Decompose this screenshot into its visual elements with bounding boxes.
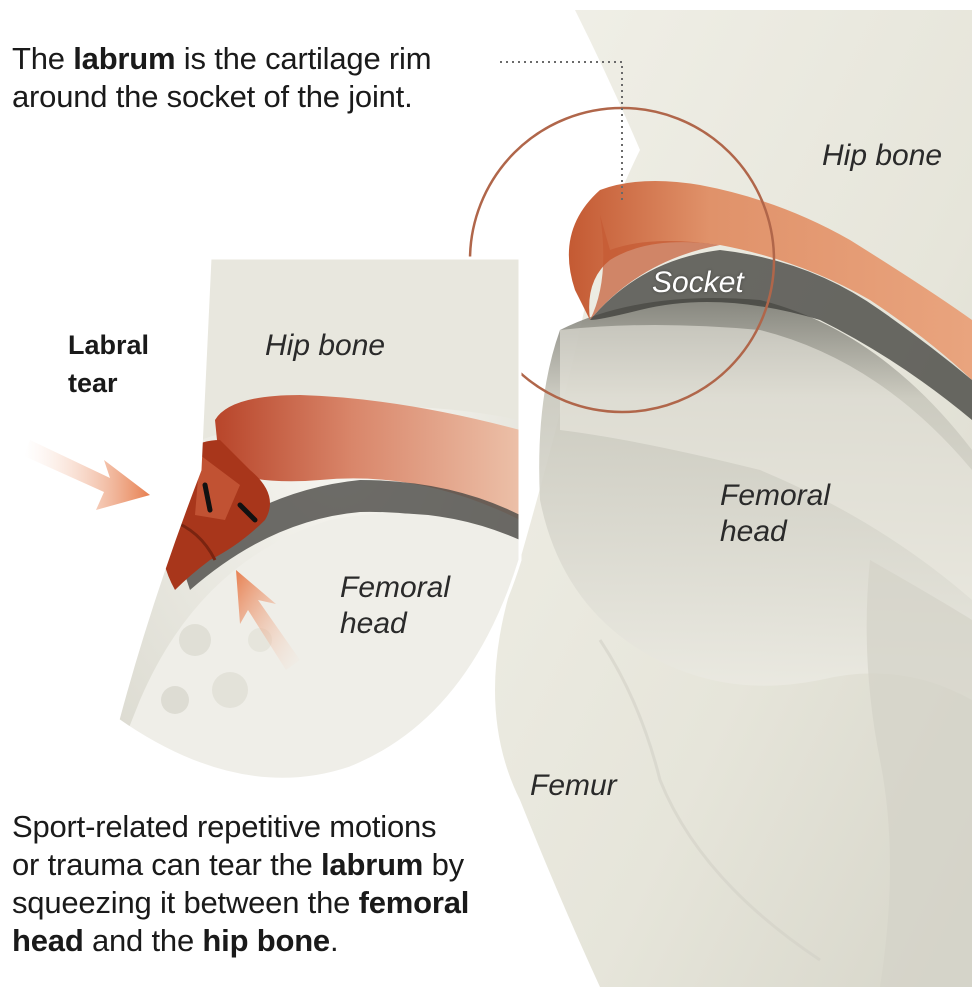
- label-hip-bone-main: Hip bone: [822, 138, 942, 174]
- top-caption: The labrum is the cartilage rim around t…: [12, 40, 431, 116]
- bottom-caption-line-4: head and the hip bone.: [12, 922, 469, 960]
- label-femur: Femur: [530, 768, 617, 804]
- top-caption-line-2: around the socket of the joint.: [12, 78, 431, 116]
- bottom-caption-line-1: Sport-related repetitive motions: [12, 808, 469, 846]
- bottom-caption: Sport-related repetitive motions or trau…: [12, 808, 469, 960]
- label-femoral-head-inset: Femoral head: [340, 570, 450, 642]
- leader-line: [500, 62, 622, 200]
- label-hip-bone-inset: Hip bone: [265, 328, 385, 364]
- label-femoral-head-main: Femoral head: [720, 478, 830, 550]
- bottom-caption-line-3: squeezing it between the femoral: [12, 884, 469, 922]
- top-caption-line-1: The labrum is the cartilage rim: [12, 40, 431, 78]
- force-arrow-left: [24, 440, 150, 510]
- label-labral-tear: Labral tear: [68, 326, 149, 402]
- label-socket: Socket: [652, 265, 744, 301]
- bottom-caption-line-2: or trauma can tear the labrum by: [12, 846, 469, 884]
